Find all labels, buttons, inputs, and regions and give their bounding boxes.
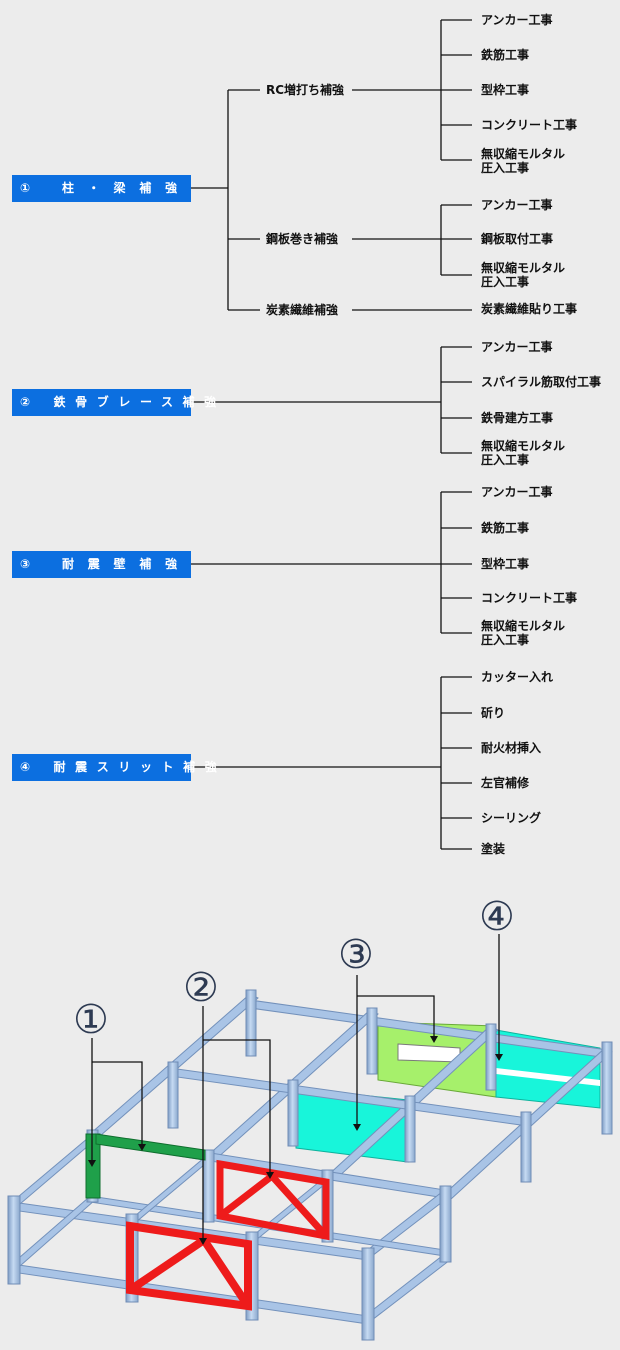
building-frame-illustration	[7, 934, 613, 1341]
category-steel-brace-reinforcement: ② 鉄骨ブレース補強	[12, 389, 216, 416]
callout-1: ①	[73, 997, 109, 1043]
leaf-item: アンカー工事	[481, 198, 553, 212]
category-label: ③ 耐震壁補強	[20, 557, 191, 571]
connector-lines	[191, 19, 472, 850]
leaf-item: アンカー工事	[481, 485, 553, 499]
leaf-item: 鉄筋工事	[481, 48, 530, 62]
leaf-item: アンカー工事	[481, 340, 553, 354]
category-label: ② 鉄骨ブレース補強	[20, 395, 226, 409]
leaf-item: 斫り	[481, 706, 506, 720]
leaf-item: 無収縮モルタル 圧入工事	[481, 439, 566, 467]
leaf-item: 左官補修	[481, 776, 530, 790]
leaf-item: コンクリート工事	[481, 591, 578, 605]
leaf-item: シーリング	[481, 811, 542, 825]
subgroup-steel-jacket: 鋼板巻き補強	[262, 231, 343, 247]
category-label: ④ 耐震スリット補強	[20, 760, 227, 774]
steel-brace-front	[126, 1221, 252, 1311]
subgroup-carbon-fiber: 炭素繊維補強	[262, 302, 343, 318]
callout-3: ③	[338, 932, 374, 978]
leaf-item: スパイラル筋取付工事	[481, 375, 602, 389]
leaf-item: 鉄筋工事	[481, 521, 530, 535]
leaf-item: 無収縮モルタル 圧入工事	[481, 261, 566, 289]
leaf-item: 型枠工事	[481, 83, 530, 97]
column-beam-reinforcement	[85, 1133, 206, 1199]
callout-arrowheads	[88, 1036, 503, 1245]
leaf-item: 塗装	[481, 842, 506, 856]
category-shear-wall-reinforcement: ③ 耐震壁補強	[12, 551, 191, 578]
work-tree-connectors	[191, 19, 472, 850]
leaf-item: 鋼板取付工事	[481, 232, 554, 246]
category-column-beam-reinforcement: ① 柱・梁補強	[12, 175, 191, 202]
callout-4: ④	[479, 894, 515, 940]
leaf-item: 無収縮モルタル 圧入工事	[481, 619, 566, 647]
leaf-item: 無収縮モルタル 圧入工事	[481, 147, 566, 175]
leaf-item: 鉄骨建方工事	[481, 411, 554, 425]
leaf-item: アンカー工事	[481, 13, 553, 27]
subgroup-rc-thickening: RC増打ち補強	[262, 82, 349, 98]
category-seismic-slit-reinforcement: ④ 耐震スリット補強	[12, 754, 217, 781]
leaf-item: 炭素繊維貼り工事	[481, 302, 578, 316]
leaf-item: 耐火材挿入	[481, 741, 542, 755]
callout-2: ②	[183, 965, 219, 1011]
steel-brace-rear	[216, 1159, 330, 1241]
leaf-item: コンクリート工事	[481, 118, 578, 132]
category-label: ① 柱・梁補強	[20, 181, 191, 195]
callout-leaders	[91, 934, 500, 1238]
leaf-item: 型枠工事	[481, 557, 530, 571]
leaf-item: カッター入れ	[481, 670, 554, 684]
